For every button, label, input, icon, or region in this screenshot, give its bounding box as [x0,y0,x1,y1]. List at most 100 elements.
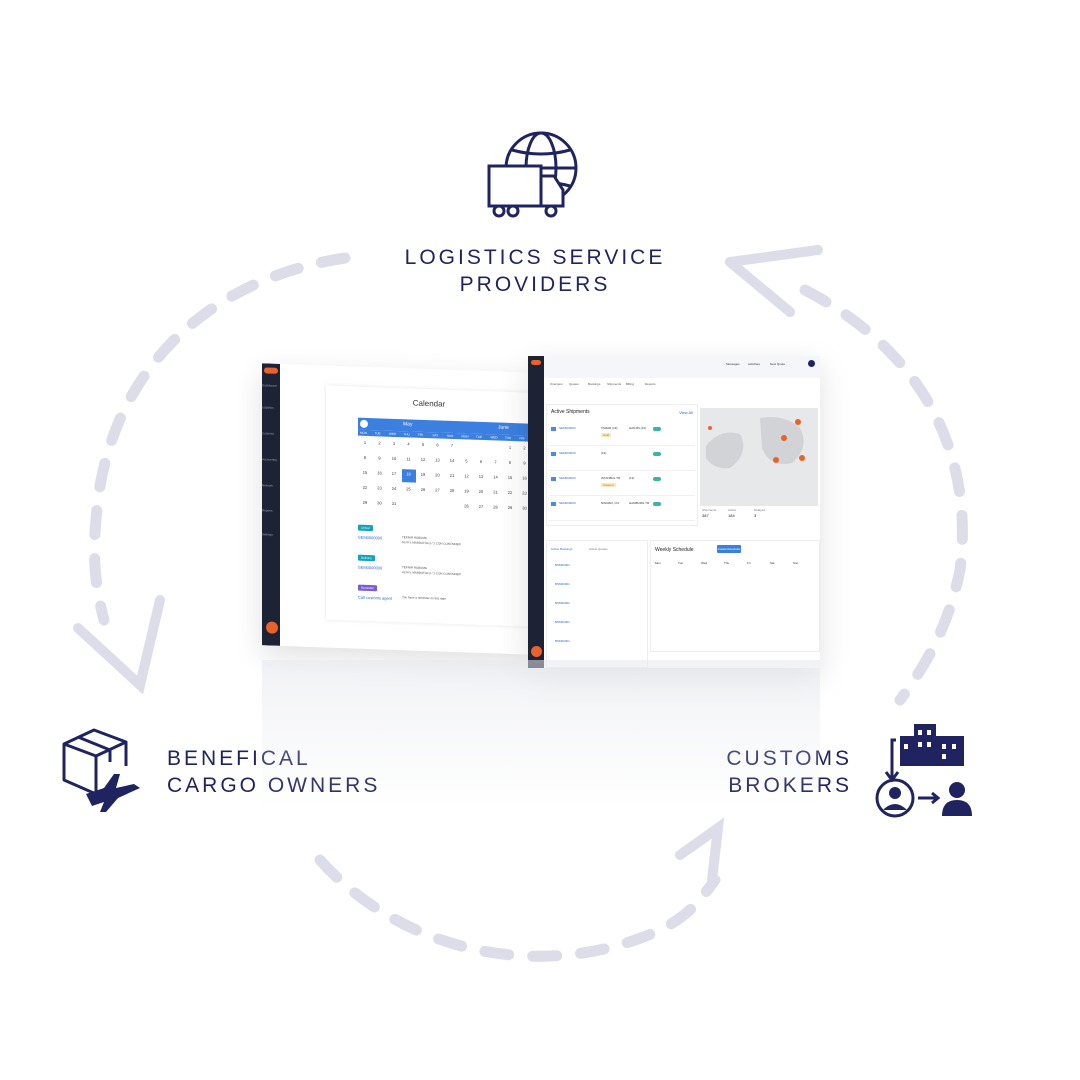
shipment-id[interactable]: SEM000000 [559,426,576,430]
tab-shipments[interactable]: Shipments [607,382,622,386]
calendar-day-cell[interactable]: 29 [362,499,368,505]
tab-bookings[interactable]: Bookings [588,382,601,386]
calendar-day-cell[interactable]: 4 [407,441,410,447]
calendar-day-cell[interactable]: 5 [465,458,468,464]
calendar-day-cell[interactable]: 13 [478,473,484,480]
chat-bubble-icon[interactable] [266,621,278,634]
shipment-id[interactable]: SEM000000 [559,451,576,455]
calendar-day-cell[interactable]: 27 [478,503,484,510]
create-reminder-button[interactable]: Create Reminder [717,545,741,553]
calendar-day-cell[interactable]: 14 [493,474,498,480]
calendar-day-cell[interactable]: 8 [363,454,367,460]
event-id[interactable]: Call customs agent [358,594,393,601]
calendar-day-cell[interactable]: 16 [377,470,382,476]
event-id[interactable]: SEM0000000 [358,534,383,541]
calendar-day-cell[interactable]: 6 [479,458,483,464]
calendar-day-cell[interactable]: 27 [435,487,440,493]
calendar-day-cell[interactable]: 7 [494,459,497,465]
calendar-day-cell[interactable]: 29 [507,504,513,511]
calendar-day-cell[interactable]: 5 [421,441,425,447]
calendar-day-cell[interactable]: 26 [464,503,469,509]
view-all-link[interactable]: View All [679,410,693,415]
shipment-dest: HAMBURG TR [629,501,650,505]
calendar-day-cell[interactable]: 13 [435,457,440,463]
calendar-day-cell[interactable]: 31 [391,500,397,506]
sidebar-item-reports[interactable]: Reports [262,508,273,513]
calendar-day-cell[interactable]: 15 [507,474,513,481]
calendar-day-cell[interactable]: 28 [493,504,498,510]
event-tag: Delivery [358,554,375,562]
calendar-day-cell[interactable]: 1 [363,439,367,445]
weekday-label: WED [389,431,396,436]
sidebar-item-settings[interactable]: Settings [262,532,273,537]
calendar-day-cell[interactable]: 15 [362,469,368,475]
shipment-tag: Cleared [601,483,616,487]
sidebar-item-network[interactable]: Network [262,483,274,488]
sidebar-item-logistics[interactable]: Logistics [262,405,274,410]
calendar-day-cell[interactable]: 28 [449,487,455,493]
calendar-day-cell[interactable]: 18 [401,469,416,483]
top-link[interactable]: Messages [726,362,740,366]
shipment-id[interactable]: SEM000000 [559,501,576,505]
avatar[interactable] [808,360,815,367]
calendar-day-cell[interactable]: 23 [377,485,382,491]
bookings-tab[interactable]: Active Quotes [589,547,608,551]
chat-bubble-icon[interactable] [531,646,542,657]
calendar-day-cell[interactable]: 19 [464,488,469,494]
calendar-day-cell[interactable]: 6 [436,442,439,448]
calendar-day-cell[interactable]: 7 [450,442,454,448]
top-link[interactable]: New Quote [770,362,786,366]
booking-id[interactable]: BSM00001 [555,620,570,624]
calendar-day-cell[interactable]: 12 [464,473,469,479]
calendar-day-cell[interactable]: 14 [449,457,455,463]
booking-id[interactable]: BSM00001 [555,639,570,643]
calendar-day-cell[interactable]: 20 [435,472,440,478]
shipment-id[interactable]: SEM000000 [559,476,576,480]
event-id[interactable]: SEM0000000 [358,564,383,571]
cycle-arc-bottom [314,854,721,962]
calendar-day-cell[interactable]: 30 [377,500,382,506]
calendar-day-cell[interactable]: 26 [420,486,426,492]
calendar-day-cell[interactable]: 21 [449,472,455,478]
booking-id[interactable]: BSM00001 [555,582,570,586]
shipment-row[interactable]: SEM000000(19) [549,446,695,471]
create-reminder-label: Create Reminder [717,547,741,551]
calendar-day-cell[interactable]: 17 [391,470,397,476]
calendar-day-cell[interactable]: 8 [508,459,512,465]
prev-month-button[interactable] [360,419,368,428]
calendar-day-cell[interactable]: 22 [507,489,513,496]
weekday-label: FRI [519,436,525,441]
sidebar-item-accounting[interactable]: Accounting [262,457,277,462]
booking-id[interactable]: BSM00001 [555,563,570,567]
bookings-tab[interactable]: Active Bookings [551,547,573,551]
calendar-day-cell[interactable]: 21 [493,489,498,495]
map-stat-label: Shipments [702,508,717,512]
calendar-day-cell[interactable]: 25 [406,486,411,492]
tab-reports[interactable]: Reports [645,382,656,386]
booking-id[interactable]: BSM00001 [555,601,570,605]
tab-billing[interactable]: Billing [626,382,635,386]
calendar-day-cell[interactable]: 20 [478,488,484,495]
calendar-day-cell[interactable]: 24 [391,485,397,491]
tab-quotes[interactable]: Quotes [569,382,579,386]
weekday-label: FRI [418,432,423,437]
calendar-day-cell[interactable]: 22 [362,484,368,490]
sidebar-item-customs[interactable]: Customs [262,431,274,436]
top-link[interactable]: Activities [748,362,760,366]
calendar-day-cell[interactable]: 2 [378,440,381,446]
calendar-day-cell[interactable]: 11 [406,456,411,462]
calendar-day-cell[interactable]: 12 [420,456,426,462]
sidebar-item-dashboard[interactable]: Dashboard [262,383,277,388]
calendar-day-cell[interactable]: 9 [378,455,381,461]
calendar-day-cell[interactable]: 1 [508,444,512,450]
tab-overview[interactable]: Overview [550,382,563,386]
calendar-day-cell[interactable]: 3 [392,440,396,446]
calendar-day-cell[interactable]: 19 [420,471,426,477]
calendar-day-cell[interactable]: 10 [391,455,397,461]
